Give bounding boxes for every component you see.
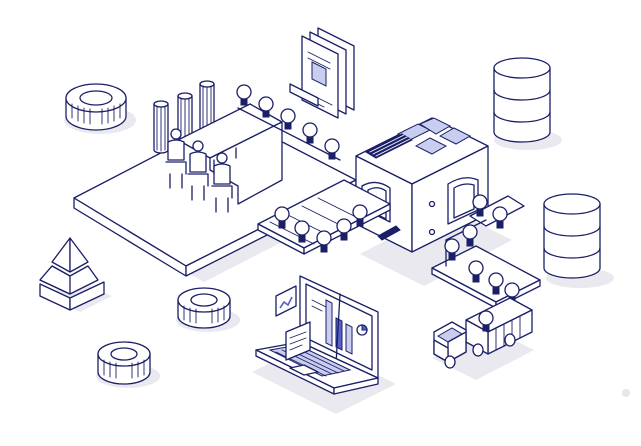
coil-icon: [176, 287, 240, 332]
database-icon: [493, 57, 562, 150]
database-icon: [543, 193, 614, 288]
conveyor-belt-icon: [257, 179, 401, 255]
decorative-dot: [622, 389, 630, 397]
document-stack-icon: [289, 27, 355, 119]
coil-icon: [64, 83, 136, 134]
conveyor-lamps-top: [236, 84, 341, 161]
coil-icon: [96, 341, 160, 388]
truck-icon: [432, 297, 534, 380]
laptop-icon: [252, 275, 396, 414]
pyramid-icon: [39, 237, 112, 312]
conveyor-belt-output: [431, 194, 541, 309]
